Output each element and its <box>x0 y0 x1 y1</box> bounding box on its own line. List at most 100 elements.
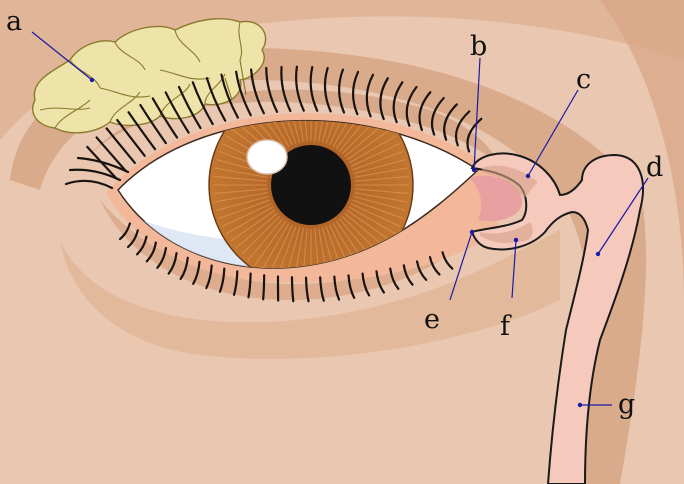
lower-eyelash <box>232 270 239 296</box>
lower-eyelash <box>441 251 454 270</box>
lower-eyelash <box>319 276 325 302</box>
lower-eyelash <box>402 264 414 286</box>
lower-eyelash <box>135 235 148 256</box>
upper-eyelash <box>205 77 227 122</box>
iris-fibre <box>285 120 301 143</box>
upper-eyelash <box>191 81 214 126</box>
lower-eyelash <box>247 272 252 299</box>
iris-fibre <box>261 222 290 269</box>
iris-fibre <box>216 195 269 211</box>
iris-fibre <box>318 228 329 269</box>
temple-shadow <box>600 0 684 300</box>
iris-fibre <box>321 120 337 143</box>
iris-fibre <box>213 188 268 195</box>
iris-fibre <box>348 206 397 235</box>
upper-eyelash <box>323 66 332 113</box>
lacrimal-gland <box>32 18 267 134</box>
iris-fibre <box>352 199 404 220</box>
iris-fibre <box>353 159 406 175</box>
canaliculus-inner-upper <box>482 165 538 198</box>
iris-fibre <box>321 227 337 269</box>
upper-eyelash <box>250 68 265 115</box>
upper-eyelash <box>392 81 404 124</box>
iris-fibre <box>247 218 284 261</box>
lower-eyelash <box>389 267 400 290</box>
cheek-shadow <box>60 230 560 359</box>
lower-eyelid <box>100 200 480 300</box>
iris-fibre <box>254 220 287 266</box>
upper-eyelash <box>177 85 202 130</box>
label-e: e <box>424 304 440 335</box>
upper-eyelash <box>443 103 458 141</box>
lower-eyelash <box>218 267 226 293</box>
eyelashes <box>64 65 483 303</box>
iris-fibre <box>276 120 297 144</box>
upper-eyelash <box>68 168 122 182</box>
lower-eyelash <box>192 260 201 285</box>
label-a: a <box>6 6 22 37</box>
leader-lines <box>31 31 649 408</box>
iris-fibre <box>218 199 270 220</box>
iris-fibre <box>350 203 401 227</box>
upper-eyelash <box>127 111 157 151</box>
iris-fibre <box>318 120 329 142</box>
iris-fibre <box>354 192 408 203</box>
upper-eyelash <box>418 91 432 132</box>
lower-eyelash <box>333 275 341 301</box>
lower-eyelash <box>290 276 295 303</box>
iris-fibre <box>314 228 321 269</box>
upper-eyelash <box>235 70 252 117</box>
lower-eyelash <box>205 264 213 290</box>
lacrimal-caruncle <box>470 175 523 222</box>
lower-eyelash <box>415 260 428 281</box>
upper-eyelash <box>265 66 279 114</box>
upper-eyelash <box>295 65 305 112</box>
iris-fibre <box>350 143 401 167</box>
upper-eyelash <box>139 103 167 145</box>
iris-fibre <box>335 120 368 150</box>
iris-fibre <box>276 226 297 269</box>
label-b: b <box>470 31 487 62</box>
upper-eyelash <box>338 68 346 114</box>
iris-fibre <box>338 120 375 152</box>
upper-eyelash <box>151 97 179 139</box>
iris-fibre <box>285 227 301 269</box>
iris-fibre <box>348 135 397 164</box>
upper-eyelash <box>405 85 418 127</box>
lower-eyelash <box>118 222 131 241</box>
upper-eyelash <box>105 127 136 164</box>
upper-eyelash <box>379 77 389 121</box>
label-g: g <box>618 389 635 420</box>
upper-eyelash <box>430 96 445 136</box>
lower-eyelash <box>428 256 441 276</box>
iris-fibre <box>241 215 281 255</box>
corneal-reflection <box>246 139 288 175</box>
iris-fibre <box>213 175 268 182</box>
upper-eyelash <box>466 117 483 153</box>
iris-fibre <box>301 120 308 142</box>
iris-fibre <box>301 228 308 269</box>
iris-fibre <box>221 203 272 227</box>
iris-fibre <box>235 212 278 249</box>
iris-fibre <box>352 150 404 171</box>
iris-fibre <box>269 120 293 146</box>
iris-fibre <box>269 224 293 269</box>
upper-eyelash <box>95 136 127 172</box>
lower-eyelash <box>304 276 310 303</box>
lower-eyelash <box>179 256 189 281</box>
iris-fibre <box>325 120 346 144</box>
iris-fibre <box>332 120 361 148</box>
iris-fibre <box>346 209 392 242</box>
iris-fibre <box>354 175 409 182</box>
upper-eyelash <box>280 65 292 113</box>
upper-eyelash <box>220 73 239 119</box>
iris-fibre <box>225 206 274 235</box>
upper-eyelash <box>64 179 114 190</box>
upper-eyelash <box>454 110 471 147</box>
iris-fibre <box>261 120 290 148</box>
iris-fibre <box>314 120 321 142</box>
iris-fibre <box>329 120 353 146</box>
iris-fibre <box>346 128 392 161</box>
lower-eyelash <box>145 241 157 263</box>
